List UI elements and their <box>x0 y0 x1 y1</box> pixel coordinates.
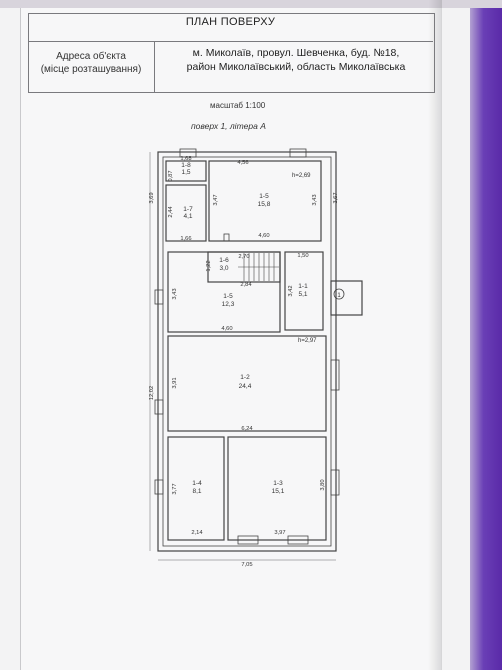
room-1-4-area: 8,1 <box>192 488 201 495</box>
room-1-1-id: 1-1 <box>298 283 308 290</box>
room-1-5b-area: 12,3 <box>222 301 235 308</box>
room-1-5a-wall <box>208 160 322 242</box>
dim-3-97: 3,97 <box>274 530 285 536</box>
room-1-2-area: 24,4 <box>239 383 252 390</box>
outer-wall <box>157 151 337 552</box>
dim-1-50: 1,50 <box>297 253 308 259</box>
dim-3-91: 3,91 <box>172 377 178 388</box>
room-1-5a-area: 15,8 <box>258 201 271 208</box>
room-1-5b-id: 1-5 <box>223 293 233 300</box>
dim-3-43a: 3,43 <box>312 194 318 205</box>
address-divider <box>154 42 155 92</box>
dim-3-67: 3,67 <box>333 192 339 203</box>
address-value: м. Миколаїв, провул. Шевченка, буд. №18,… <box>186 47 406 73</box>
dim-4-60b: 4,60 <box>221 326 232 332</box>
room-1-8-id: 1-8 <box>181 162 191 169</box>
room-1-8-wall <box>165 160 207 182</box>
dim-1-66: 1,66 <box>180 236 191 242</box>
room-1-7-area: 4,1 <box>183 213 192 220</box>
dimension-labels: 1,68 0,87 4,56 3,69 2,44 3,47 3,43 3,67 … <box>149 156 339 568</box>
inner-outline <box>162 156 332 547</box>
room-1-3-wall <box>227 436 327 541</box>
page-shadow <box>428 0 442 670</box>
dim-0-87: 0,87 <box>168 170 174 181</box>
room-1-6-area: 3,0 <box>219 265 228 272</box>
address-label: Адреса об'єкта (місце розташування) <box>40 51 142 75</box>
dim-2-44: 2,44 <box>168 206 174 218</box>
room-labels: 1-8 1,5 1-7 4,1 1-5 15,8 1-6 3,0 1-5 12,… <box>181 162 341 495</box>
height-top: h=2,69 <box>292 173 311 179</box>
marker-circle <box>333 288 345 300</box>
dim-4-56: 4,56 <box>237 160 248 166</box>
room-1-2-id: 1-2 <box>240 374 250 381</box>
dim-3-47: 3,47 <box>213 194 219 205</box>
dim-3-43b: 3,43 <box>172 288 178 299</box>
dim-1-68: 1,68 <box>180 156 191 162</box>
floor-label: поверх 1, літера А <box>191 121 266 131</box>
dim-1-22: 1,22 <box>206 260 212 271</box>
porch <box>330 280 363 316</box>
room-1-5b-wall <box>167 251 281 333</box>
height-labels: h=2,69 h=2,97 <box>292 173 317 344</box>
dim-6-24: 6,24 <box>241 426 253 432</box>
dim-3-69: 3,69 <box>149 192 155 203</box>
room-1-7-id: 1-7 <box>183 206 193 213</box>
dim-3-80: 3,80 <box>320 479 326 490</box>
dim-7-05: 7,05 <box>241 562 252 568</box>
dim-2-84: 2,84 <box>240 282 252 288</box>
document-sheet <box>20 8 441 670</box>
room-1-6-wall <box>207 251 281 283</box>
dim-3-42: 3,42 <box>288 285 294 296</box>
room-1-3-id: 1-3 <box>273 480 283 487</box>
height-mid: h=2,97 <box>298 338 317 344</box>
stairs <box>238 253 279 281</box>
room-1-4-id: 1-4 <box>192 480 202 487</box>
room-1-8-area: 1,5 <box>181 169 190 176</box>
room-1-5a-id: 1-5 <box>259 193 269 200</box>
page-title: ПЛАН ПОВЕРХУ <box>185 16 276 28</box>
room-1-7-wall <box>165 184 207 242</box>
dim-3-77: 3,77 <box>172 483 178 494</box>
scale-label: масштаб 1:100 <box>210 101 266 110</box>
room-1-1-wall <box>284 251 324 331</box>
dimension-lines <box>149 152 336 561</box>
dim-4-60a: 4,60 <box>258 233 269 239</box>
room-1-6-id: 1-6 <box>219 257 229 264</box>
room-1-2-wall <box>167 335 327 432</box>
dim-2-70: 2,70 <box>238 254 249 260</box>
room-1-1-area: 5,1 <box>298 291 307 298</box>
dim-2-14: 2,14 <box>191 530 203 536</box>
room-1-3-area: 15,1 <box>272 488 285 495</box>
windows <box>154 148 340 545</box>
dim-12-02: 12,02 <box>149 386 155 401</box>
top-edge <box>0 0 502 8</box>
marker-number: 1 <box>337 293 341 299</box>
header-frame <box>28 13 435 93</box>
room-1-4-wall <box>167 436 225 541</box>
address-row: Адреса об'єкта (місце розташування) м. М… <box>28 41 433 92</box>
